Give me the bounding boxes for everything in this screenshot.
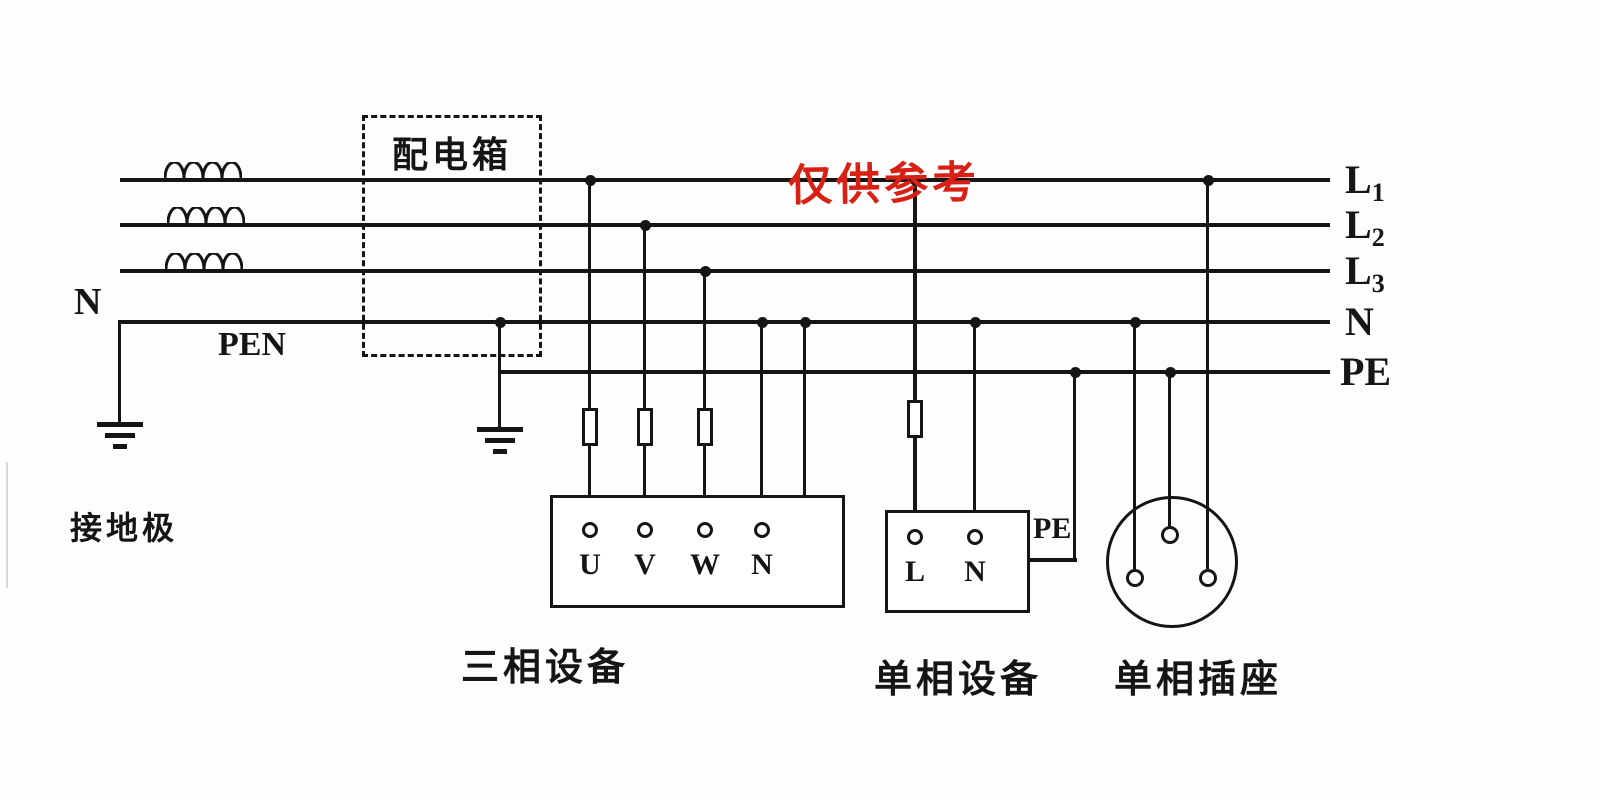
bus-label-l3: L3 [1345, 248, 1385, 298]
phase-drop-u [588, 178, 591, 524]
transformer-coil-l1 [164, 162, 242, 178]
ground-symbol-box [493, 449, 507, 454]
terminal-u [582, 522, 598, 538]
single-phase-device-label: 单相设备 [873, 659, 1042, 701]
terminal-label-n: N [751, 548, 773, 581]
three-phase-device-box [550, 495, 845, 608]
bus-line-l2 [120, 223, 1330, 227]
junction-dot [1165, 367, 1176, 378]
socket-pin-phase [1199, 569, 1217, 587]
fuse-u [582, 408, 598, 446]
socket-phase-conductor [1206, 178, 1209, 569]
junction-dot [1130, 317, 1141, 328]
junction-dot [970, 317, 981, 328]
grounding-electrode-label: 接地极 [70, 510, 179, 546]
pen-split-conductor [498, 320, 501, 427]
terminal-v [637, 522, 653, 538]
socket-pin-earth [1161, 526, 1179, 544]
ground-symbol-box [477, 427, 523, 432]
ground-symbol-left [113, 444, 127, 449]
bus-line-l3 [120, 269, 1330, 273]
watermark-text: 仅供参考 [787, 158, 981, 211]
junction-dot [800, 317, 811, 328]
socket-neutral-conductor [1133, 320, 1136, 569]
ground-symbol-left [105, 433, 135, 438]
terminal-label-w: W [690, 548, 720, 581]
phase-drop-w [703, 269, 706, 524]
single-phase-device-box [885, 510, 1030, 613]
pe-tap-label: PE [1033, 512, 1072, 545]
transformer-coil-l3 [165, 253, 243, 269]
bus-line-l1 [120, 178, 1330, 182]
junction-dot [495, 317, 506, 328]
single-phase-socket-label: 单相插座 [1113, 659, 1282, 701]
junction-dot [910, 175, 921, 186]
terminal-single-n [967, 529, 983, 545]
junction-dot [585, 175, 596, 186]
terminal-n [754, 522, 770, 538]
neutral-label-left: N [74, 281, 102, 323]
pe-bond-horizontal [1030, 558, 1077, 562]
distribution-box [362, 115, 542, 357]
fuse-single-phase [907, 400, 923, 438]
bus-label-n: N [1345, 299, 1374, 344]
terminal-w [697, 522, 713, 538]
pe-bond-vertical [1073, 370, 1076, 562]
fuse-v [637, 408, 653, 446]
bus-line-n [120, 320, 1330, 324]
junction-dot [1070, 367, 1081, 378]
ground-symbol-box [485, 438, 515, 443]
terminal-label-v: V [634, 548, 656, 581]
junction-dot [1203, 175, 1214, 186]
fuse-w [697, 408, 713, 446]
bus-label-l1: L1 [1345, 157, 1385, 207]
terminal-label-l: L [904, 555, 925, 588]
junction-dot [640, 220, 651, 231]
ground-symbol-left [97, 422, 143, 427]
pen-label: PEN [218, 326, 286, 363]
bus-label-l2: L2 [1345, 202, 1385, 252]
bus-label-pe: PE [1340, 349, 1392, 394]
junction-dot [700, 266, 711, 277]
terminal-label-single-n: N [964, 555, 986, 588]
socket-circle [1106, 496, 1238, 628]
phase-drop-single-l [913, 178, 917, 529]
terminal-label-u: U [579, 548, 601, 581]
neutral-drop-single-n [973, 320, 976, 529]
neutral-drop-n [760, 320, 763, 524]
phase-drop-v [643, 223, 646, 524]
junction-dot [757, 317, 768, 328]
neutral-earth-conductor-left [118, 320, 121, 422]
terminal-l [907, 529, 923, 545]
distribution-box-label: 配电箱 [391, 134, 512, 175]
three-phase-device-label: 三相设备 [460, 647, 629, 689]
socket-pe-conductor [1168, 370, 1171, 526]
transformer-coil-l2 [167, 207, 245, 223]
photo-artifact-line [6, 462, 8, 588]
enclosure-bond-conductor [803, 320, 806, 498]
socket-pin-neutral [1126, 569, 1144, 587]
